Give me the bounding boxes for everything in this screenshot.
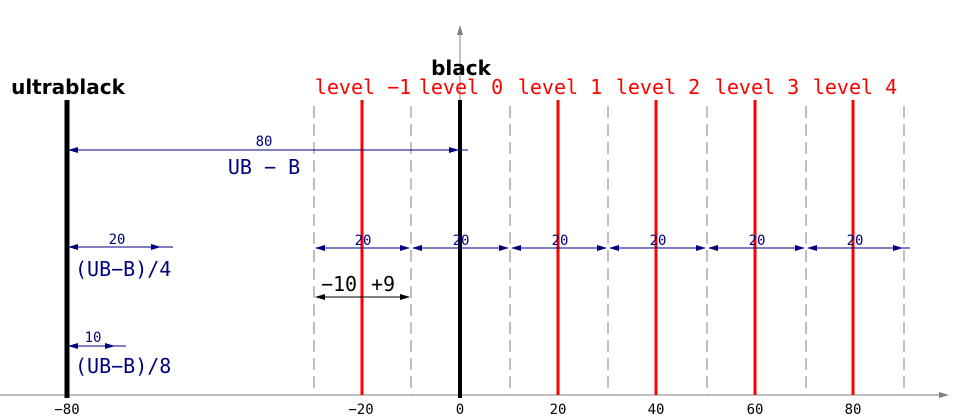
axis-tick-label: 20 [550, 402, 567, 418]
level-width-value: 20 [847, 233, 864, 249]
quarter-value: 20 [109, 232, 126, 248]
ub-b-caption: UB − B [228, 155, 300, 179]
quarter-caption: (UB−B)/4 [75, 257, 171, 281]
axis-tick-label: −80 [54, 402, 79, 418]
level-width-value: 20 [552, 233, 569, 249]
level-width-value: 20 [355, 233, 372, 249]
level-0-label: level 0 [419, 75, 503, 99]
black-label: black [431, 56, 492, 80]
level-2-label: level 2 [616, 75, 700, 99]
level-width-value: 20 [749, 233, 766, 249]
level-1-label: level 1 [518, 75, 602, 99]
level-boundaries [313, 106, 905, 395]
level-width-value: 20 [453, 233, 470, 249]
eighth-value: 10 [85, 330, 102, 346]
level-4-label: level 4 [813, 75, 897, 99]
level-minus1-label: level −1 [315, 75, 411, 99]
level-width-value: 20 [650, 233, 667, 249]
axis-tick-label: 40 [648, 402, 665, 418]
ub-b-value: 80 [256, 134, 273, 150]
axis-tick-label: −20 [348, 402, 373, 418]
offset-plus-label: +9 [371, 272, 395, 296]
offset-minus-label: −10 [321, 272, 357, 296]
axis-tick-label: 0 [456, 402, 464, 418]
eighth-caption: (UB−B)/8 [75, 354, 171, 378]
axis-tick-label: 60 [747, 402, 764, 418]
ultrablack-label: ultrablack [11, 75, 126, 99]
axis-tick-label: 80 [845, 402, 862, 418]
level-3-label: level 3 [715, 75, 799, 99]
